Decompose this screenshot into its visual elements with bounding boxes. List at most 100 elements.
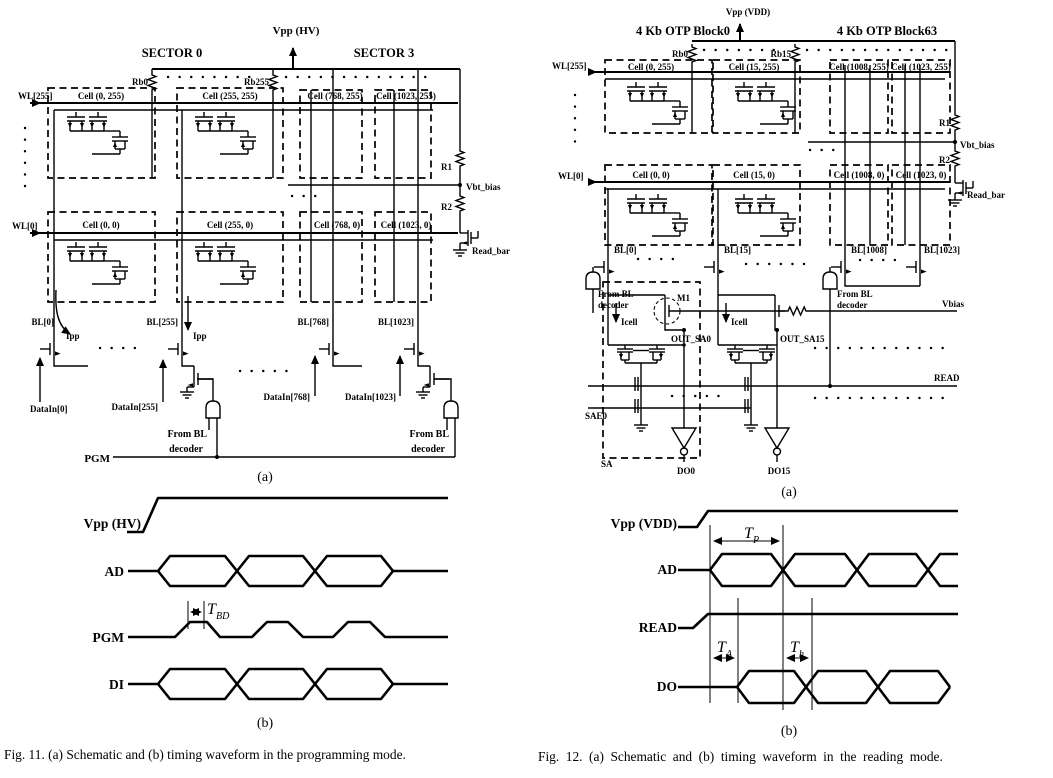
decoder-label-1: decoder [598, 300, 629, 310]
cell-1023-0-label: Cell (1023, 0) [896, 170, 947, 180]
bitline-drivers [36, 289, 459, 459]
from-bl-label-2: From BL [837, 289, 873, 299]
do-bus-trace [678, 669, 952, 705]
wave-ad-label: AD [105, 564, 125, 579]
ad-bus-trace [678, 552, 958, 588]
tbd-sub-label: BD [216, 611, 230, 622]
read-net-label: READ [934, 373, 960, 383]
out-sa0-label: OUT_SA0 [671, 334, 712, 344]
bl-select-row [585, 257, 928, 388]
ta-label: T [717, 639, 727, 656]
wl0-label: WL[0] [558, 171, 584, 181]
di-bus-trace [128, 667, 448, 701]
sae0-label: SAE0 [585, 411, 608, 421]
sector0-title: SECTOR 0 [142, 46, 203, 60]
ta-sub-label: A [725, 649, 733, 660]
wl0-label: WL[0] [12, 221, 38, 231]
icell-label-2: Icell [731, 317, 748, 327]
fig11-panel-b: (b) [257, 716, 274, 731]
wave-read-label: READ [639, 620, 678, 635]
cell-768-255-label: Cell (768, 255) [307, 91, 362, 101]
sector3-title: SECTOR 3 [354, 46, 415, 60]
read-bar-label: Read_bar [472, 246, 510, 256]
block0-title: 4 Kb OTP Block0 [636, 24, 730, 38]
fig11-panel-a: (a) [257, 470, 273, 485]
ad-bus-trace [128, 554, 448, 588]
cell-255-255-label: Cell (255, 255) [202, 91, 257, 101]
cell-array [23, 70, 432, 340]
rb255-label: Rb255 [244, 77, 270, 87]
cell-array [573, 59, 951, 258]
cell-1023-255-label: Cell (1023, 255) [376, 91, 436, 101]
fig11-figure: SECTOR 0 SECTOR 3 Vpp (HV) Rb0 Rb255 WL[… [12, 25, 510, 731]
vpp-vdd-label: Vpp (VDD) [726, 7, 770, 17]
bl0-label: BL[0] [614, 245, 637, 255]
ipp-label-1: Ipp [66, 331, 80, 341]
icell-label-1: Icell [621, 317, 638, 327]
tp-label: T [744, 525, 754, 542]
th-sub-label: h [799, 649, 804, 660]
do15-label: DO15 [768, 466, 791, 476]
wave-vpp-hv-label: Vpp (HV) [84, 516, 141, 531]
wordlines [30, 99, 458, 241]
cell-15-255-label: Cell (15, 255) [729, 62, 780, 72]
r1-label: R1 [939, 118, 950, 128]
cell-768-0-label: Cell (768, 0) [314, 220, 360, 230]
cell-15-0-label: Cell (15, 0) [733, 170, 775, 180]
datain255-label: DataIn[255] [112, 402, 159, 412]
from-bl-label-1: From BL [598, 289, 634, 299]
wave-vpp-vdd-label: Vpp (VDD) [611, 516, 677, 531]
datain1023-label: DataIn[1023] [345, 392, 396, 402]
r1-label: R1 [441, 162, 452, 172]
r2-label: R2 [939, 155, 950, 165]
tp-sub-label: P [752, 535, 759, 546]
wave-ad-label: AD [658, 562, 678, 577]
tbd-annotation [187, 601, 205, 629]
out-sa15-label: OUT_SA15 [780, 334, 825, 344]
datain0-label: DataIn[0] [30, 404, 68, 414]
th-label: T [790, 639, 800, 656]
fig12-caption: Fig. 12. (a) Schematic and (b) timing wa… [538, 749, 943, 764]
vpp-hv-trace [127, 496, 448, 534]
cell-0-255-label: Cell (0, 255) [78, 91, 124, 101]
from-bl-label-2: From BL [409, 429, 449, 440]
vbias-label: Vbias [942, 299, 965, 309]
cell-1008-255-label: Cell (1008, 255) [829, 62, 889, 72]
pgm-trace [128, 620, 448, 639]
bias-chain [288, 69, 479, 257]
shared-nets [588, 305, 957, 409]
read-trace [678, 612, 958, 630]
wl255-label: WL[255] [552, 61, 587, 71]
tbd-label: T [207, 601, 217, 618]
cell-1023-255-label: Cell (1023, 255) [891, 62, 951, 72]
rb15-label: Rb15 [770, 49, 791, 59]
sense-amp-stage-15 [717, 276, 790, 463]
wave-do-label: DO [657, 679, 677, 694]
decoder-label-1: decoder [169, 444, 203, 455]
m1-label: M1 [677, 293, 690, 303]
decoder-label-2: decoder [837, 300, 868, 310]
vbt-bias-label: Vbt_bias [466, 182, 501, 192]
do0-label: DO0 [677, 466, 696, 476]
fig12-panel-b: (b) [781, 724, 798, 739]
vpp-vdd-trace [678, 509, 958, 529]
bl0-label: BL[0] [32, 317, 55, 327]
bl1008-label: BL[1008] [851, 245, 887, 255]
datain768-label: DataIn[768] [264, 392, 311, 402]
fig12-panel-a: (a) [781, 485, 797, 500]
fig11-waveform: Vpp (HV) AD T BD PGM DI (b) [84, 496, 448, 731]
fig11-schematic: SECTOR 0 SECTOR 3 Vpp (HV) Rb0 Rb255 WL[… [12, 25, 510, 485]
fig12-figure: Vpp (VDD) 4 Kb OTP Block0 4 Kb OTP Block… [552, 7, 1005, 739]
vbt-bias-label: Vbt_bias [960, 140, 995, 150]
bl15-label: BL[15] [724, 245, 751, 255]
wave-pgm-label: PGM [93, 630, 125, 645]
sense-amp-stage-0 [602, 276, 701, 463]
bl768-label: BL[768] [298, 317, 330, 327]
cell-0-0-label: Cell (0, 0) [82, 220, 119, 230]
read-bar-label: Read_bar [967, 190, 1005, 200]
power-rail [147, 47, 460, 178]
cell-255-0-label: Cell (255, 0) [207, 220, 253, 230]
wl255-label: WL[255] [18, 91, 53, 101]
from-bl-label-1: From BL [167, 429, 207, 440]
